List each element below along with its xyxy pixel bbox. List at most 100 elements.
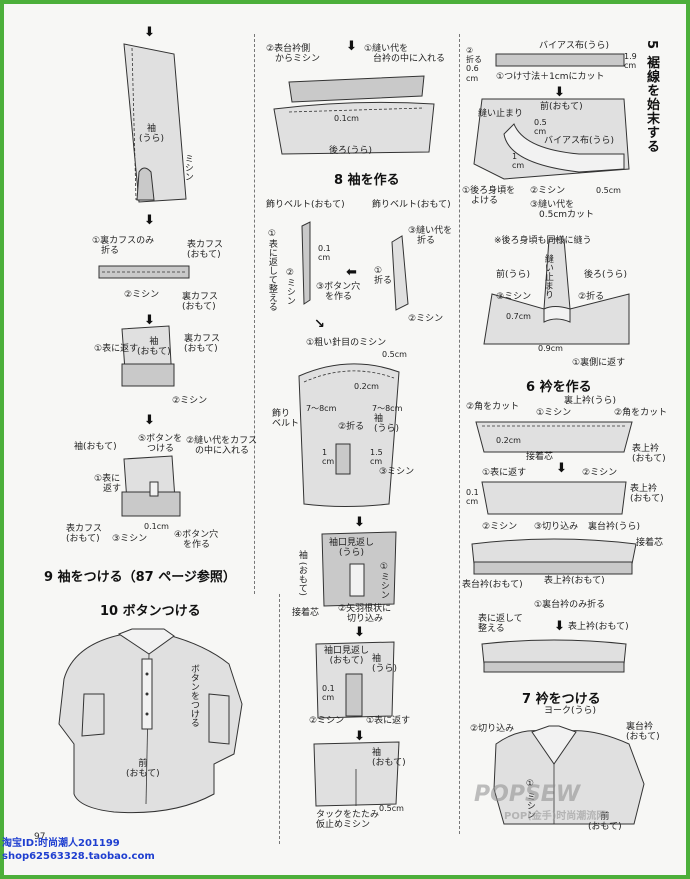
sleeve-omote-label: 袖 (おもて) xyxy=(137,337,171,358)
measure-01b-label: 0.1 cm xyxy=(322,684,335,703)
nuidomari-vertical-label: 縫い止まり xyxy=(542,254,553,299)
arrow-down-icon: ⬇ xyxy=(144,213,155,228)
step2-label: ②表台衿側 からミシン xyxy=(266,44,321,65)
mishin-vertical-label: ②ミシン xyxy=(284,268,295,305)
sleeve-ura-label: 袖 (うら) xyxy=(374,414,400,435)
mishin-label-r2: ②ミシン xyxy=(530,186,566,196)
measure-78a-label: 7〜8cm xyxy=(306,404,337,413)
measure-78b-label: 7〜8cm xyxy=(372,404,403,413)
nuidomari-label: 縫い止まり xyxy=(478,109,524,119)
mishin-label-r2b: ②ミシン xyxy=(582,468,618,478)
measure-05-label-r: 0.5 cm xyxy=(534,118,547,137)
sleeve-ura-label-2: 袖 (うら) xyxy=(372,654,398,675)
mishin-label-2: ②ミシン xyxy=(124,290,160,300)
nuishiro-cut-label: ③縫い代を 0.5cmカット xyxy=(530,200,595,221)
nuishiro-label: ②縫い代をカフス の中に入れる xyxy=(186,436,258,457)
bias-tape xyxy=(495,53,625,67)
kirikomi-label-2: ②切り込み xyxy=(470,724,515,734)
ura-cuff-label: 裏カフス (おもて) xyxy=(182,292,219,313)
omote-cuff-label: 表カフス (おもて) xyxy=(187,240,224,261)
measure-15-label: 1.5 cm xyxy=(370,448,383,467)
mishin-label-4: ③ミシン xyxy=(112,534,148,544)
flip-label-2: ①表に 返す xyxy=(94,474,122,495)
omote-collar-v-label: 表上衿 (おもて) xyxy=(632,444,666,465)
heading-8: 8 袖を作る xyxy=(334,173,400,188)
interface-label: 接着芯 xyxy=(292,608,320,618)
mishin-label-m4: ②ミシン xyxy=(309,716,345,726)
sleeve-piece xyxy=(123,43,187,203)
heading-7: 7 衿をつける xyxy=(522,692,601,707)
bias-label: バイアス布(うら) xyxy=(539,41,610,51)
front-label: 前 (おもて) xyxy=(126,759,160,780)
flip-back-label: ①裏側に返す xyxy=(572,358,626,368)
collar-step-1 xyxy=(475,421,633,453)
ura-collar-label: 裏上衿(うら) xyxy=(564,396,617,406)
measure-1-label: 1 cm xyxy=(322,448,335,467)
collar-stand xyxy=(288,75,425,103)
front-omote-label: 前(おもて) xyxy=(540,102,583,112)
page-number: 97 xyxy=(34,832,46,842)
measure-07-label: 0.7cm xyxy=(506,312,531,321)
belt-piece-2 xyxy=(391,235,409,311)
interface-label-r1: 接着芯 xyxy=(526,452,554,462)
mishin-label-r2c: ②ミシン xyxy=(482,522,518,532)
shop-url[interactable]: shop62563328.taobao.com xyxy=(2,850,155,862)
mishin-label-r1: ①ミシン xyxy=(536,408,572,418)
collar-step-3 xyxy=(471,538,637,565)
ura-cuff-label-2: 裏カフス (おもて) xyxy=(184,334,221,355)
cut-label: ①つけ寸法＋1cmにカット xyxy=(496,72,605,82)
step1-label: ①縫い代を 台衿の中に入れる xyxy=(364,44,446,65)
flip-label-r1: ①表に返す xyxy=(482,468,527,478)
shop-footer: 淘宝ID:时尚潮人201199 shop62563328.taobao.com xyxy=(2,838,155,863)
facing-label-2: 袖口見返し (おもて) xyxy=(324,646,370,667)
mishin-vertical-label-r: ① ミシン xyxy=(524,779,535,819)
note-label: ※後ろ身頃も同様に縫う xyxy=(494,236,592,246)
measure-05-label: 0.5cm xyxy=(382,350,407,359)
mishin-label-m3: ③ミシン xyxy=(379,467,415,477)
fold-stand-label: ①裏台衿のみ折る xyxy=(534,600,606,610)
button-attach-vertical-label: ボタンをつける xyxy=(188,664,199,727)
measure-1-label-r: 1 cm xyxy=(512,152,525,171)
heading-10: 10 ボタンつける xyxy=(100,604,201,619)
flip-label-m: ①表に返す xyxy=(366,716,411,726)
arrow-down-icon: ⬇ xyxy=(346,39,357,54)
tuck-label: タックをたたみ 仮止めミシン xyxy=(316,810,380,831)
sleeve-omote-label-2: 袖(おもて) xyxy=(74,442,117,452)
bias-ura-label: バイアス布(うら) xyxy=(544,136,615,146)
divider-left-lower xyxy=(279,594,280,844)
fold-label-2: ②折る xyxy=(338,422,365,432)
arrow-down-icon: ⬇ xyxy=(354,729,365,744)
fold-label-1: ① 折る xyxy=(374,266,393,287)
sleeve-label: 袖 (うら) xyxy=(139,124,165,145)
fold-flip-label: ①表に返して整える xyxy=(266,229,277,311)
heading-6: 6 衿を作る xyxy=(526,380,592,395)
cuff-step1-label: ①裏カフスのみ 折る xyxy=(92,236,155,257)
arrow-down-icon: ⬇ xyxy=(144,413,155,428)
sleeve-gather xyxy=(298,363,400,507)
mishin-label-m2: ②ミシン xyxy=(408,314,444,324)
measure-05b-label-r: 0.5cm xyxy=(596,186,621,195)
watermark-subtitle: POP(金手)时尚潮流网 xyxy=(504,811,607,822)
fold-label-r2: ②折る xyxy=(578,292,605,302)
facing-label-1: 袖口見返し (うら) xyxy=(329,538,375,559)
corner-cut-label-1: ②角をカット xyxy=(466,402,520,412)
flip-label-1: ①表に返す xyxy=(94,344,139,354)
arrow-down-icon: ⬇ xyxy=(354,515,365,530)
ura-stand-label: 裏台衿(うら) xyxy=(588,522,641,532)
measure-label: 0.1cm xyxy=(144,522,169,531)
measure-v1-label: 0.1 cm xyxy=(318,244,331,263)
buttonhole-label-2: ③ボタン穴 を作る xyxy=(316,282,361,303)
sleeve-omote-vertical-label: 袖 (おもて) xyxy=(296,550,307,596)
kirikomi-label: ③切り込み xyxy=(534,522,579,532)
watermark-logo: POPSEW xyxy=(474,782,581,807)
belt-vertical-label: 飾り ベルト xyxy=(272,409,300,430)
belt-label-2: 飾りベルト(おもて) xyxy=(372,200,451,210)
divider-left xyxy=(254,34,255,594)
omote-collar-label: 表上衿(おもて) xyxy=(544,576,605,586)
belt-piece-1 xyxy=(301,221,311,305)
mishin-vertical-label-2: ①ミシン xyxy=(378,562,389,599)
measure-label: 0.1cm xyxy=(334,114,359,123)
flip-arrange-label: 表に返して 整える xyxy=(478,614,523,635)
measure-02-label-r: 0.2cm xyxy=(496,436,521,445)
mishin-label-3: ②ミシン xyxy=(172,396,208,406)
